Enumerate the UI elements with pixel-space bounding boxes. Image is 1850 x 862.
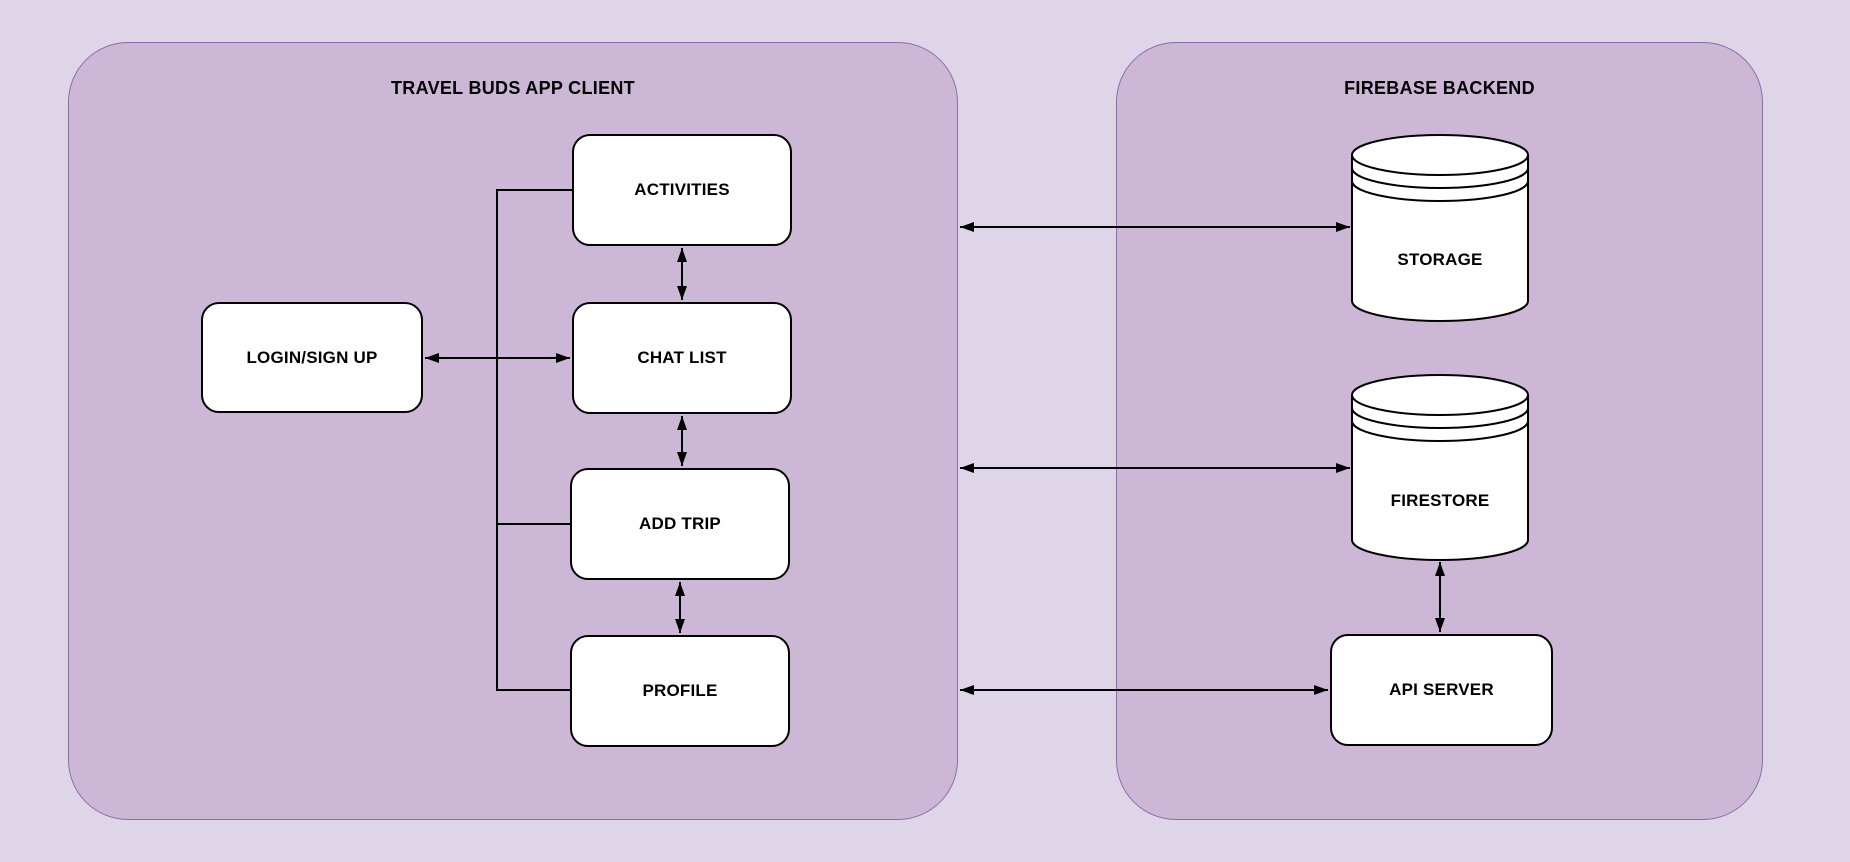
node-login-signup: LOGIN/SIGN UP xyxy=(201,302,423,413)
node-chat-list: CHAT LIST xyxy=(572,302,792,414)
node-profile: PROFILE xyxy=(570,635,790,747)
node-add-trip: ADD TRIP xyxy=(570,468,790,580)
client-container: TRAVEL BUDS APP CLIENT xyxy=(68,42,958,820)
backend-container-title: FIREBASE BACKEND xyxy=(1344,78,1535,98)
node-firestore-label: FIRESTORE xyxy=(1390,491,1490,510)
node-activities: ACTIVITIES xyxy=(572,134,792,246)
node-api-server: API SERVER xyxy=(1330,634,1553,746)
node-storage-label: STORAGE xyxy=(1397,250,1483,269)
client-container-title: TRAVEL BUDS APP CLIENT xyxy=(391,78,635,98)
